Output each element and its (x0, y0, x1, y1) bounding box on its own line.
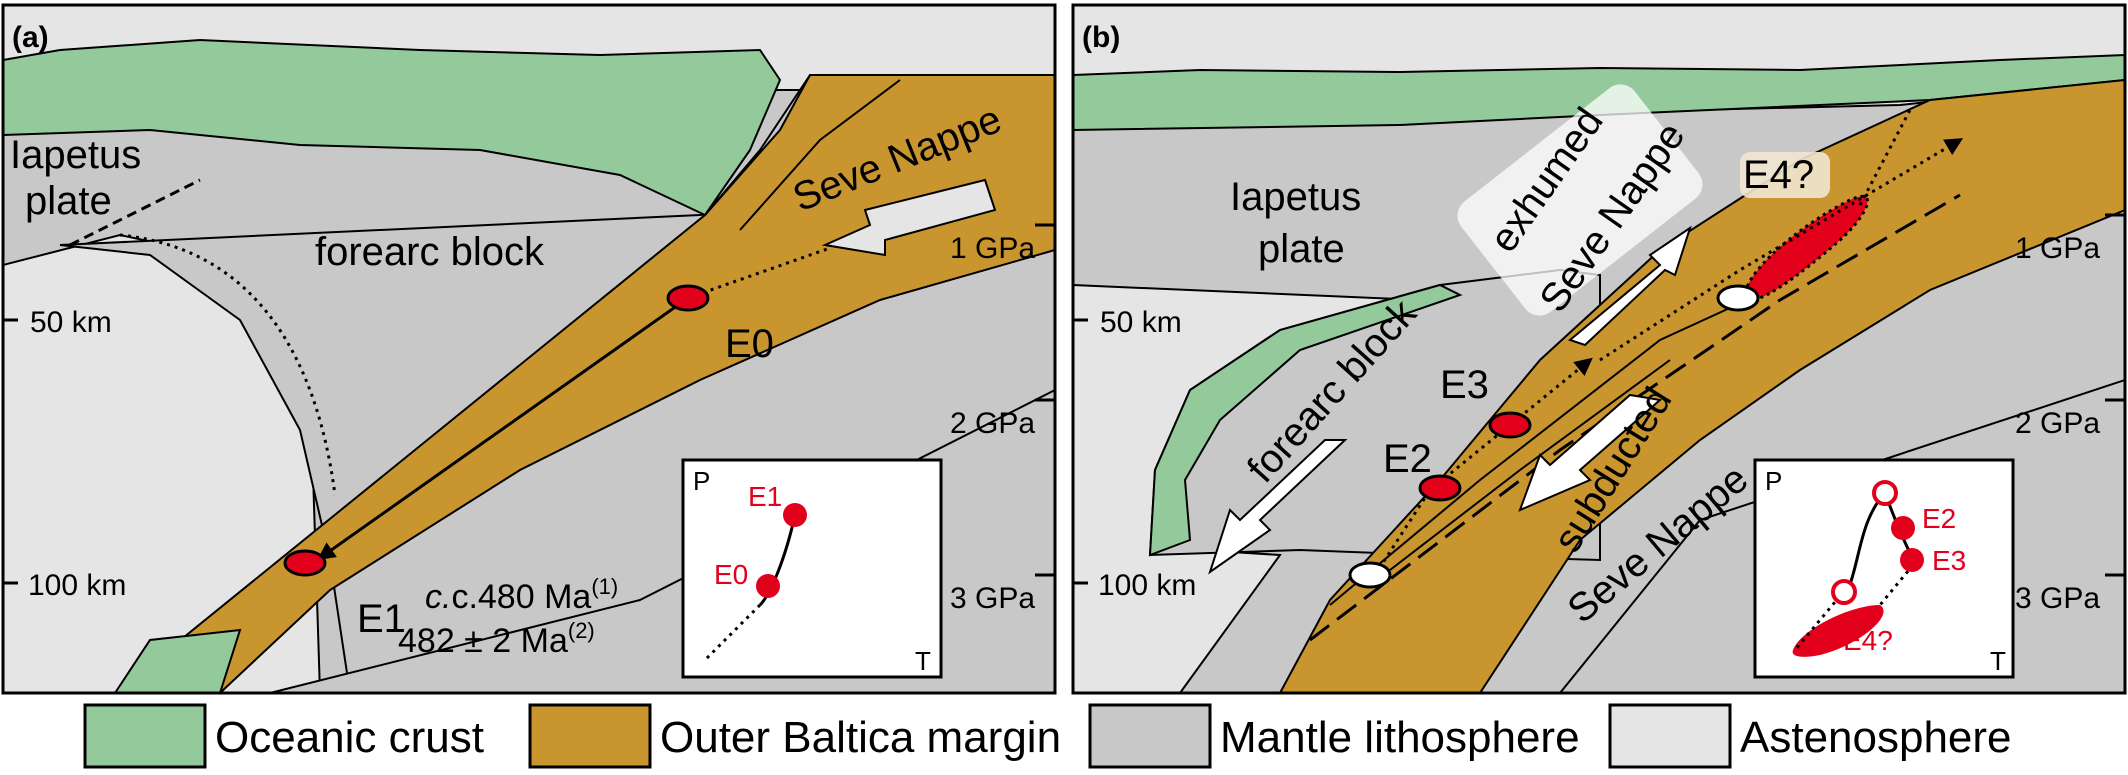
panel-a-asthenosphere-boundary (119, 233, 337, 496)
panel-a-pressure-2: 2 GPa (950, 407, 1035, 440)
panel-b-frame (1071, 3, 2127, 695)
panel-a-inset-e1-dot (783, 503, 807, 527)
panel-a-pressure-1: 1 GPa (950, 232, 1035, 265)
panel-a-depth-100: 100 km (28, 569, 126, 602)
legend-swatch-oceanic-crust (83, 703, 207, 769)
panel-a-inset-e1: E1 (748, 481, 782, 512)
panel-b-inset-e2: E2 (1922, 503, 1956, 534)
panel-b-e3-marker (1488, 411, 1532, 439)
legend-label-oceanic-crust: Oceanic crust (215, 713, 484, 762)
panel-b-e3-label: E3 (1440, 363, 1489, 407)
panel-b-subducted-arrow (1518, 393, 1663, 512)
panel-b-white-marker-lower (1348, 561, 1392, 589)
panel-b-exhumation-path (1373, 357, 1593, 576)
panel-a-inset-e0-dot (756, 574, 780, 598)
panel-a-age-1: c.c.480 Ma(1) (425, 574, 618, 616)
panel-b: Iapetus plate forearc block exhumed Seve… (1071, 3, 2127, 695)
panel-b-inset-p: P (1765, 466, 1782, 496)
panel-b-forearc-arrow (1208, 439, 1348, 575)
panel-b-e2-label: E2 (1383, 437, 1432, 481)
panel-a-inset-frame (681, 458, 943, 679)
panel-b-exhumed-box (1457, 84, 1703, 316)
panel-b-inset-e4: E4? (1843, 625, 1893, 656)
panel-a-iapetus-label-2: plate (25, 179, 112, 223)
panel-a-dotted-path (687, 246, 831, 300)
panel-b-inset-open-dot-bottom (1831, 579, 1857, 605)
panel-a-iapetus-label-1: Iapetus (10, 133, 141, 177)
panel-a-inset-p: P (693, 466, 710, 496)
legend-label-outer-baltica: Outer Baltica margin (660, 713, 1061, 762)
legend-swatch-astenosphere (1608, 703, 1732, 769)
panel-b-inset-e3-dot (1900, 548, 1924, 572)
panel-b-slab-line-2 (1389, 359, 1671, 571)
panel-b-pressure-3: 3 GPa (2015, 582, 2100, 615)
panel-b-inset-ellipse (1792, 605, 1884, 657)
panel-b-inset-dotted-2 (1878, 564, 1915, 606)
panel-b-inset-e2-dot (1891, 516, 1915, 540)
panel-a: Iapetus plate forearc block Seve Nappe E… (1, 3, 1057, 695)
panel-b-oceanic-crust (1073, 53, 2125, 132)
panel-a-seve-fold-2 (739, 79, 901, 231)
legend-swatch-mantle-lithosphere (1088, 703, 1212, 769)
legend-swatch-outer-baltica (528, 703, 652, 769)
panel-a-inset-dotted (703, 603, 762, 662)
panel-a-depth-50: 50 km (30, 306, 112, 339)
panel-a-inset-t: T (915, 646, 931, 676)
panel-b-e4-label: E4? (1743, 153, 1814, 197)
panel-a-e0-marker (666, 284, 710, 312)
panel-b-inset-t: T (1990, 646, 2006, 676)
panel-a-iapetus-boundary (69, 178, 201, 247)
panel-a-forearc-label: forearc block (315, 230, 545, 274)
panel-b-iapetus-label-1: Iapetus (1230, 175, 1361, 219)
panel-b-pt-inset: P T E2 E3 E4? (1753, 458, 2015, 679)
panel-a-inset-path (758, 514, 797, 607)
panel-a-letter: (a) (12, 21, 49, 54)
panel-a-oceanic-slab (113, 628, 242, 693)
panel-b-dotted-path-vertical (1858, 109, 1912, 206)
panel-a-pt-inset: P T E1 E0 (681, 458, 943, 679)
legend: Oceanic crust Outer Baltica margin Mantl… (83, 703, 2012, 769)
panel-b-inset-open-dot-top (1872, 480, 1898, 506)
panel-a-e1-marker (283, 549, 327, 577)
panel-b-outer-baltica-margin (1278, 78, 2125, 693)
panel-b-e4-ellipse (1743, 194, 1869, 303)
panel-b-depth-100: 100 km (1098, 569, 1196, 602)
panel-b-depth-50: 50 km (1100, 306, 1182, 339)
panel-a-oceanic-crust (3, 38, 782, 217)
panel-b-pressure-2: 2 GPa (2015, 407, 2100, 440)
panel-b-slab-line-1 (1329, 284, 1781, 606)
panel-b-iapetus-label-2: plate (1258, 227, 1345, 271)
panel-a-burial-path (317, 296, 689, 561)
panel-b-white-marker-upper (1716, 284, 1760, 312)
legend-label-mantle-lithosphere: Mantle lithosphere (1220, 713, 1580, 762)
panel-b-inset-dotted-1 (1793, 589, 1847, 651)
panel-b-exhumed-arrow (1567, 225, 1692, 347)
panel-b-dashed-slab-line (1309, 193, 1961, 642)
panel-a-frame (1, 3, 1057, 695)
panel-b-e4-box (1740, 152, 1830, 198)
panel-a-e0-label: E0 (725, 322, 774, 366)
panel-b-inset-e3: E3 (1932, 545, 1966, 576)
panel-a-e1-label: E1 (357, 597, 406, 641)
panel-a-inset-e0: E0 (714, 559, 748, 590)
panel-a-pressure-3: 3 GPa (950, 582, 1035, 615)
panel-a-seve-fold-1 (704, 74, 811, 216)
panel-b-e2-marker (1418, 474, 1462, 502)
panel-b-forearc-crust (1148, 283, 1463, 557)
legend-label-astenosphere: Astenosphere (1740, 713, 2012, 762)
panel-b-dotted-path-upper (1599, 138, 1964, 362)
panel-a-seve-arrow (821, 178, 997, 257)
panel-b-letter: (b) (1082, 21, 1120, 54)
panel-a-age-2: 482 ± 2 Ma(2) (398, 618, 595, 660)
panel-b-pressure-1: 1 GPa (2015, 232, 2100, 265)
